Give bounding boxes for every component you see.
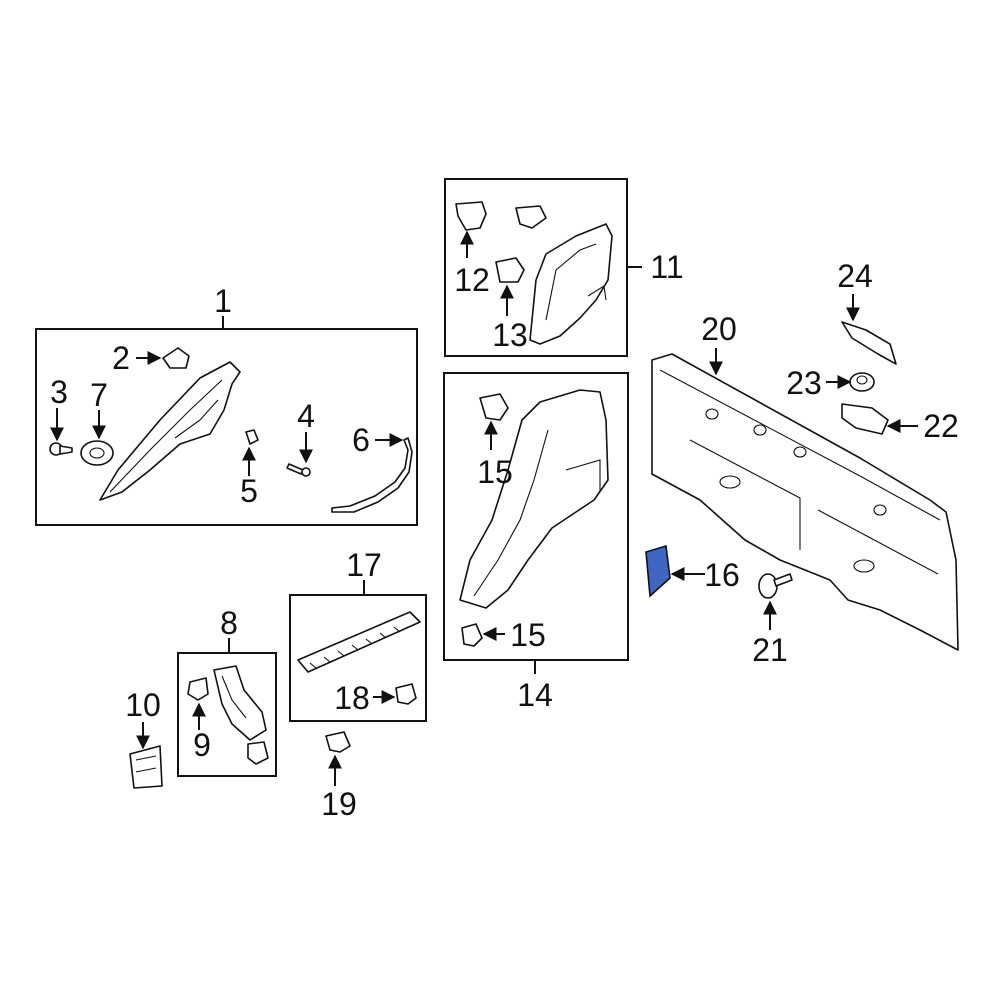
callout-2: 2	[112, 340, 130, 376]
group-box-8	[177, 652, 277, 777]
callout-21: 21	[752, 632, 788, 668]
callout-24: 24	[837, 258, 873, 294]
callout-4: 4	[297, 398, 315, 434]
callout-7: 7	[90, 377, 108, 413]
callout-12: 12	[454, 262, 490, 298]
callout-22: 22	[923, 408, 959, 444]
clip-13[interactable]	[495, 257, 525, 283]
bracket-16[interactable]	[645, 544, 671, 598]
clip-12-bottom[interactable]	[515, 205, 547, 229]
callout-18: 18	[334, 680, 370, 716]
sill-plate-17[interactable]	[297, 611, 421, 673]
clip-2[interactable]	[162, 347, 190, 369]
seal-6[interactable]	[331, 437, 413, 513]
callout-19: 19	[321, 786, 357, 822]
callout-8: 8	[220, 605, 238, 641]
nut-23[interactable]	[849, 372, 875, 392]
group-box-17	[289, 594, 427, 722]
push-pin-21[interactable]	[758, 573, 793, 599]
clip-12-top[interactable]	[455, 201, 487, 231]
callout-16: 16	[704, 557, 740, 593]
callout-5: 5	[240, 473, 258, 509]
bracket-16-highlight	[645, 544, 671, 598]
clip-18[interactable]	[395, 683, 417, 705]
bolt-3[interactable]	[49, 442, 73, 456]
clip-15-bottom[interactable]	[461, 623, 483, 647]
clip-19[interactable]	[325, 731, 351, 753]
clip-5[interactable]	[245, 429, 259, 445]
bracket-8[interactable]	[213, 665, 267, 741]
cover-24[interactable]	[841, 321, 897, 365]
callout-11: 11	[650, 249, 683, 285]
group-box-1	[35, 328, 418, 526]
callout-13: 13	[492, 317, 528, 353]
upper-quarter-trim-11[interactable]	[529, 223, 613, 345]
callout-14: 14	[517, 677, 553, 713]
callout-23: 23	[786, 365, 822, 401]
bracket-10[interactable]	[129, 745, 163, 789]
callout-3: 3	[50, 374, 68, 410]
callout-10: 10	[125, 687, 161, 723]
lower-quarter-trim-14[interactable]	[459, 389, 609, 609]
grommet-7[interactable]	[80, 440, 114, 466]
callout-17: 17	[346, 547, 382, 583]
clip-15-top[interactable]	[479, 393, 509, 421]
clip-8-small[interactable]	[247, 741, 269, 765]
a-pillar-trim[interactable]	[99, 361, 241, 501]
callout-20: 20	[701, 311, 737, 347]
clip-9[interactable]	[187, 677, 209, 701]
callout-9: 9	[193, 727, 211, 763]
callout-1: 1	[214, 283, 232, 319]
rear-panel-20[interactable]	[651, 353, 959, 651]
callout-15-top: 15	[477, 454, 513, 490]
clip-22[interactable]	[841, 403, 889, 435]
callout-6: 6	[352, 422, 370, 458]
callout-15-bottom: 15	[510, 617, 546, 653]
screw-4[interactable]	[286, 463, 311, 477]
